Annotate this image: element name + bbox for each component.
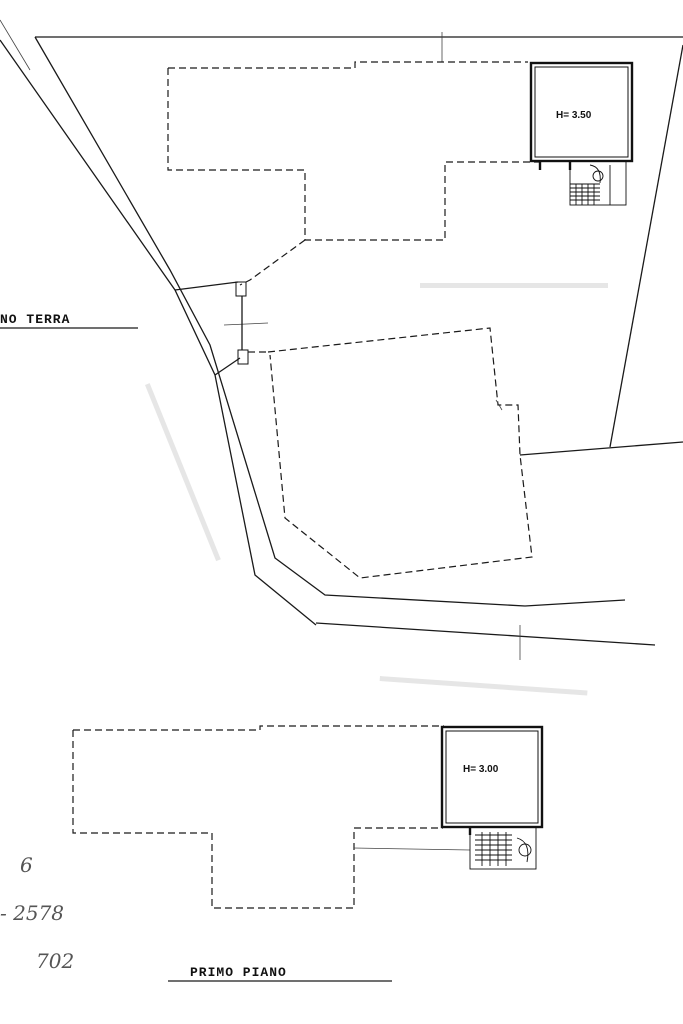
handwritten-notes: 6 - 2578 702 — [0, 853, 74, 973]
first-floor-room: H= 3.00 — [440, 725, 544, 870]
handwritten-note-2: - 2578 — [0, 901, 64, 925]
ground-floor-outline-lower — [248, 327, 533, 579]
first-floor-label: PRIMO PIANO — [190, 965, 287, 980]
road — [0, 19, 526, 626]
ground-floor-outline-upper — [167, 61, 540, 286]
first-floor-stairs — [475, 832, 532, 866]
ground-floor-room-height: H= 3.50 — [556, 110, 592, 121]
site-boundary — [35, 32, 683, 660]
ground-floor-room: H= 3.50 — [529, 61, 634, 206]
first-floor-outline — [72, 725, 471, 909]
scan-smudges — [145, 283, 608, 696]
first-floor-room-height: H= 3.00 — [463, 764, 499, 775]
handwritten-note-1: 6 — [20, 853, 33, 877]
handwritten-note-3: 702 — [36, 949, 74, 973]
first-floor-title: PRIMO PIANO — [168, 965, 392, 982]
ground-floor-title: NO TERRA — [0, 312, 138, 329]
ground-floor-label: NO TERRA — [0, 312, 70, 327]
ground-floor-stairs — [570, 164, 611, 205]
